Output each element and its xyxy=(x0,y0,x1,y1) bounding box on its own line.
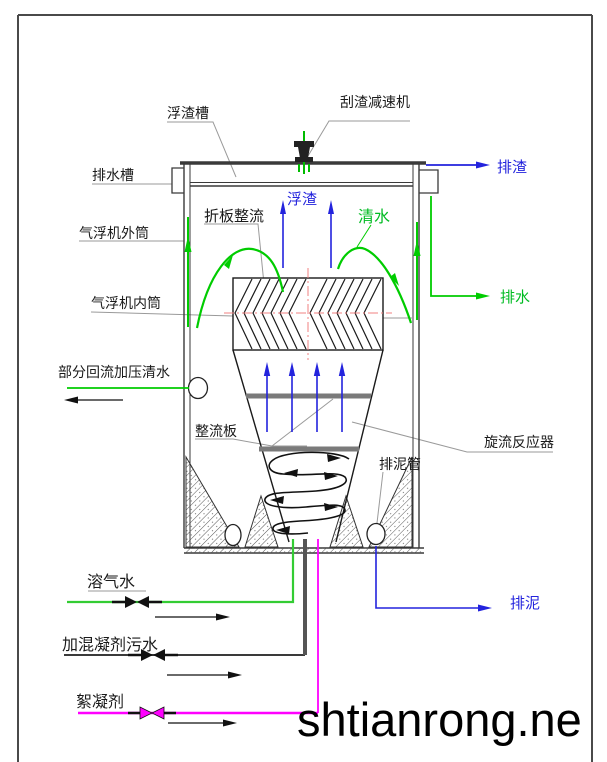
label-scraper-reducer: 刮渣减速机 xyxy=(340,94,410,110)
label-water-out: 排水 xyxy=(500,289,530,306)
direction-arrows xyxy=(64,396,242,727)
right-launder-notch xyxy=(419,169,439,194)
floor-port-left-circle xyxy=(224,523,242,547)
label-flocculant: 絮凝剂 xyxy=(76,693,124,711)
swirl-coil xyxy=(264,451,350,535)
blue-flow xyxy=(280,161,492,612)
flocculant-pipe xyxy=(78,539,319,715)
upflow-arrows xyxy=(263,362,346,432)
label-inner-cylinder: 气浮机内筒 xyxy=(91,295,161,311)
left-launder-notch xyxy=(171,167,184,194)
red-centerlines xyxy=(224,268,392,360)
valve-coagulant-sewage xyxy=(128,649,178,661)
sludge-pipe-circle xyxy=(366,522,386,546)
label-dissolved-air-water: 溶气水 xyxy=(87,573,135,591)
ports xyxy=(187,376,386,547)
label-reflux: 部分回流加压清水 xyxy=(58,364,170,380)
green-flow xyxy=(67,196,490,604)
label-sludge-pipe: 排泥管 xyxy=(379,456,421,472)
folded-plate-pack xyxy=(224,268,392,360)
label-drain-trough: 排水槽 xyxy=(92,167,134,183)
label-outer-cylinder: 气浮机外筒 xyxy=(79,225,149,241)
drawing-frame xyxy=(17,14,593,762)
label-folded-plate: 折板整流 xyxy=(204,207,264,225)
reflux-port-circle xyxy=(187,376,209,400)
label-clear-water: 清水 xyxy=(358,208,390,226)
label-slag-out: 排渣 xyxy=(497,159,527,176)
watermark-text: shtianrong.ne xyxy=(297,693,582,746)
clear-water-arc-right xyxy=(336,246,413,324)
drain-water-line xyxy=(430,196,477,297)
label-cyclone-reactor: 旋流反应器 xyxy=(484,434,554,450)
valve-dissolved-air xyxy=(112,596,162,608)
scraper-motor xyxy=(294,131,314,174)
label-scum: 浮渣 xyxy=(287,191,317,208)
valve-flocculant xyxy=(128,706,176,720)
leader-lines xyxy=(79,120,553,592)
coagulant-sewage-pipe xyxy=(64,539,307,656)
sludge-out-line xyxy=(375,546,479,609)
label-sludge-out: 排泥 xyxy=(510,595,540,612)
label-coagulant-sewage: 加混凝剂污水 xyxy=(62,636,158,654)
clear-water-arc-left xyxy=(195,247,285,329)
cyclone-reactor-cone xyxy=(232,349,384,543)
diagram-labels: 浮渣槽 刮渣减速机 排水槽 气浮机外筒 折板整流 浮渣 清水 排渣 气浮机内筒 … xyxy=(58,94,554,711)
label-scum-trough: 浮渣槽 xyxy=(167,105,209,121)
label-rectifier-plate: 整流板 xyxy=(195,423,237,439)
